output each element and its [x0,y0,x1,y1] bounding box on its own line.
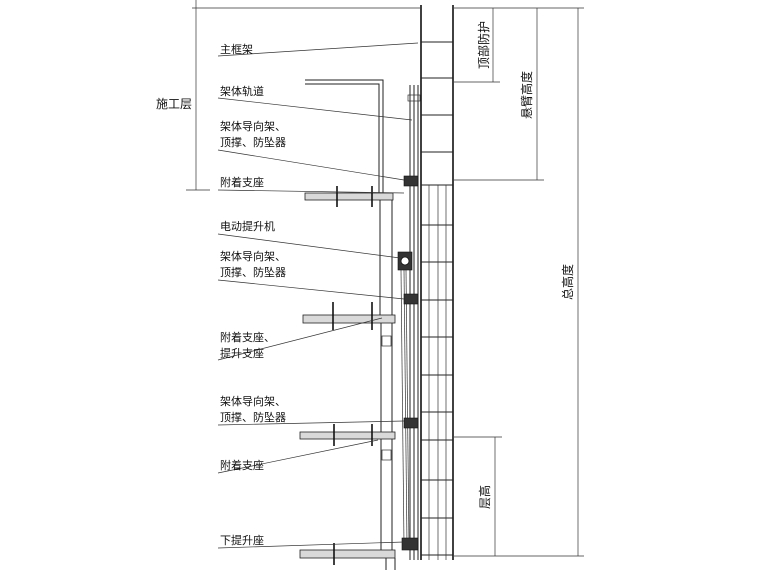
label-guide-1b: 顶撑、防坠器 [220,135,286,149]
building-structure [299,79,396,570]
label-guide-3b: 顶撑、防坠器 [220,410,286,424]
label-guide-2a: 架体导向架、 [220,249,286,263]
label-guide-1a: 架体导向架、 [220,119,286,133]
label-hoist: 电动提升机 [220,219,275,233]
dim-floor-height: 层高 [477,485,492,509]
attachment-supports [332,186,373,565]
frame-rail [400,85,421,560]
electric-hoist [397,251,413,271]
dim-top-protection: 顶部防护 [476,21,491,69]
guide-frames [403,175,419,429]
leader-lines [217,42,419,549]
label-guide-3a: 架体导向架、 [220,394,286,408]
lower-lifting-seat [401,537,419,551]
component-labels: 主框架 架体轨道 架体导向架、 顶撑、防坠器 附着支座 电动提升机 架体导向架、… [220,43,286,547]
label-main-frame: 主框架 [220,43,253,56]
dim-total-height: 总高度 [560,264,575,300]
label-rail: 架体轨道 [220,84,264,98]
label-support-3: 附着支座 [220,458,264,472]
label-guide-2b: 顶撑、防坠器 [220,265,286,279]
dim-cantilever-height: 悬臂高度 [519,71,534,119]
label-lower-seat: 下提升座 [220,533,264,547]
label-support-2a: 附着支座、 [220,330,275,344]
main-frame [420,5,454,560]
dim-construction-layer: 施工层 [156,97,192,111]
label-support-2b: 提升支座 [220,346,264,360]
label-support-1: 附着支座 [220,175,264,189]
dimension-lines [186,0,584,557]
dimension-labels: 施工层 顶部防护 悬臂高度 总高度 层高 [156,21,575,509]
